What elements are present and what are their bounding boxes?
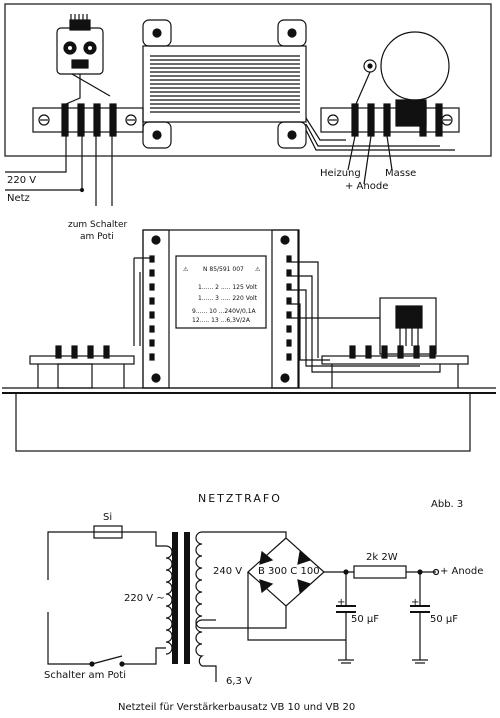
transformer-rating-plate: [175, 255, 267, 329]
terminal-strip-right: [320, 103, 460, 137]
mains-voltage-label: 220 V: [7, 175, 37, 186]
primary-voltage-label: 220 V ~: [124, 593, 165, 604]
electrolytic-capacitor-can: [380, 31, 450, 101]
resistor-symbol: [353, 565, 407, 579]
schematic-drawing: [47, 525, 440, 682]
plate-winding-4: 12..... 13 ...6,3V/2A: [192, 317, 250, 324]
switch-label: Schalter am Poti: [44, 670, 126, 681]
fuse-label: Si: [103, 512, 113, 523]
chassis-plate-top: [4, 3, 492, 157]
plate-part-number: N 85/591 007: [203, 266, 244, 273]
secondary-hv-label: 240 V: [213, 566, 243, 577]
top-view-drawing: [4, 3, 492, 206]
plate-winding-3: 9...... 10 ...240V/0,1A: [192, 308, 256, 315]
plate-warning-right: ⚠: [255, 266, 261, 273]
switch-label-line1: zum Schalter: [68, 220, 128, 230]
figure-number: Abb. 3: [431, 499, 464, 510]
ground-label: Masse: [385, 168, 417, 179]
cap1-polarity: +: [337, 597, 346, 608]
transformer-core-2: [184, 532, 190, 664]
mains-socket-side: [57, 363, 93, 389]
rectifier-block-top: [395, 99, 427, 127]
side-view-drawing: [2, 229, 496, 452]
capacitor-2-label: 50 µF: [430, 614, 459, 625]
plate-winding-1: 1...... 2 ..... 125 Volt: [198, 284, 258, 291]
mains-socket: [56, 14, 104, 75]
secondary-heater-label: 6,3 V: [226, 676, 252, 687]
plate-warning-left: ⚠: [183, 266, 189, 273]
chassis-side: [15, 392, 471, 452]
capacitor-can-side: [379, 297, 437, 355]
output-anode-label: + Anode: [440, 566, 484, 577]
capacitor-1-label: 50 µF: [351, 614, 380, 625]
transformer-top: [142, 19, 307, 149]
anode-label: + Anode: [345, 181, 389, 192]
schematic-title: NETZTRAFO: [198, 492, 282, 505]
transformer-core-1: [172, 532, 178, 664]
rectifier-side: [395, 305, 423, 329]
mains-label: Netz: [7, 193, 30, 204]
rectifier-label: B 300 C 100: [258, 566, 320, 577]
terminal-strip-left: [32, 103, 144, 137]
cap2-polarity: +: [411, 597, 420, 608]
figure-caption: Netzteil für Verstärkerbausatz VB 10 und…: [118, 702, 356, 713]
switch-symbol: [91, 655, 123, 665]
switch-label-line2: am Poti: [80, 232, 114, 242]
plate-winding-2: 1...... 3 ..... 220 Volt: [198, 295, 258, 302]
resistor-label: 2k 2W: [366, 552, 398, 563]
heater-label: Heizung: [320, 168, 361, 179]
